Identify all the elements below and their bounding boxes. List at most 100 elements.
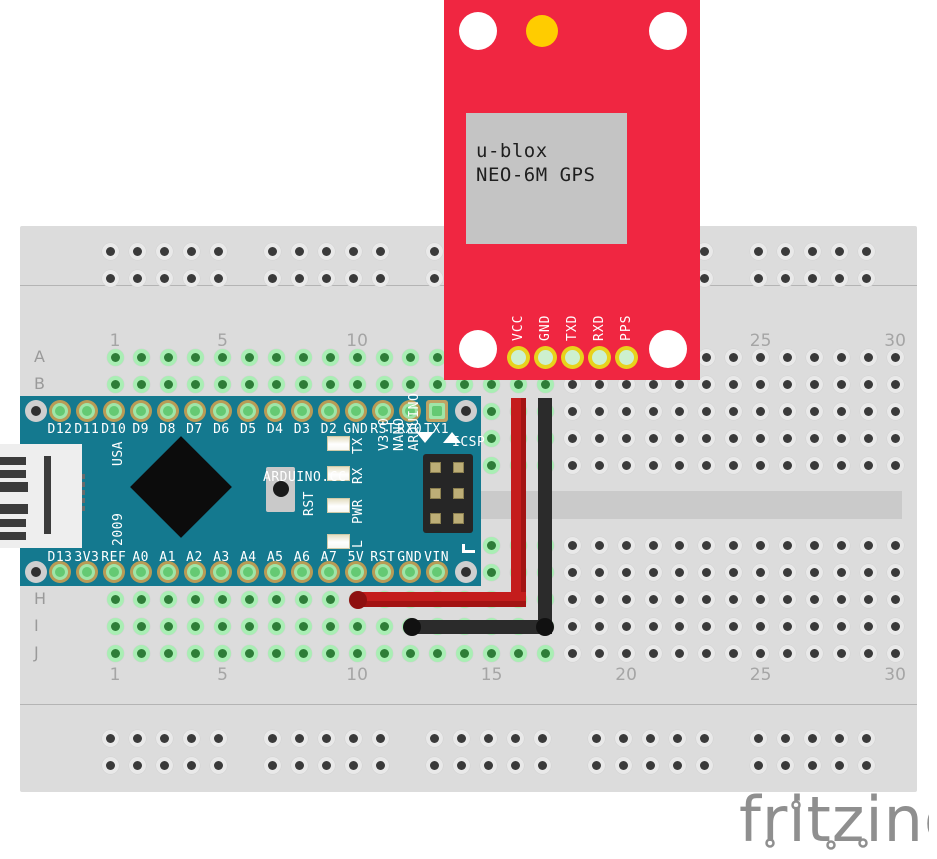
rail-bottom-1-3-3[interactable]: [668, 756, 686, 774]
hole-H9[interactable]: [321, 590, 339, 608]
hole-G22[interactable]: [671, 563, 689, 581]
hole-G18[interactable]: [563, 563, 581, 581]
hole-J12[interactable]: [402, 644, 420, 662]
hole-E22[interactable]: [671, 456, 689, 474]
nano-pin-D5[interactable]: [237, 400, 260, 422]
hole-F25[interactable]: [752, 536, 770, 554]
hole-I7[interactable]: [267, 617, 285, 635]
hole-J23[interactable]: [698, 644, 716, 662]
hole-A29[interactable]: [859, 348, 877, 366]
hole-C19[interactable]: [590, 402, 608, 420]
hole-E30[interactable]: [886, 456, 904, 474]
hole-H20[interactable]: [617, 590, 635, 608]
hole-E24[interactable]: [725, 456, 743, 474]
hole-C28[interactable]: [832, 402, 850, 420]
hole-I26[interactable]: [779, 617, 796, 635]
hole-H28[interactable]: [832, 590, 850, 608]
hole-I5[interactable]: [214, 617, 232, 635]
hole-D21[interactable]: [644, 429, 662, 447]
hole-F21[interactable]: [644, 536, 662, 554]
hole-H2[interactable]: [133, 590, 151, 608]
rail-top-0-1-3[interactable]: [344, 242, 362, 260]
nano-mount-bottom-right[interactable]: [455, 561, 477, 583]
gps-pad-gnd[interactable]: [533, 345, 557, 369]
hole-J25[interactable]: [752, 644, 770, 662]
rail-bottom-0-4-2[interactable]: [803, 729, 821, 747]
rail-top-1-4-4[interactable]: [857, 269, 875, 287]
hole-A3[interactable]: [160, 348, 178, 366]
rail-top-1-0-4[interactable]: [209, 269, 227, 287]
hole-A1[interactable]: [106, 348, 124, 366]
hole-A30[interactable]: [886, 348, 904, 366]
hole-H30[interactable]: [886, 590, 904, 608]
rail-bottom-1-2-0[interactable]: [425, 756, 443, 774]
hole-D15[interactable]: [483, 429, 501, 447]
rail-top-0-1-0[interactable]: [263, 242, 281, 260]
hole-C30[interactable]: [886, 402, 904, 420]
rail-bottom-0-2-3[interactable]: [506, 729, 524, 747]
rail-top-1-2-0[interactable]: [425, 269, 443, 287]
gps-pad-txd[interactable]: [560, 345, 584, 369]
hole-A10[interactable]: [348, 348, 366, 366]
hole-C20[interactable]: [617, 402, 635, 420]
hole-J26[interactable]: [779, 644, 796, 662]
hole-B4[interactable]: [187, 375, 205, 393]
hole-A11[interactable]: [375, 348, 393, 366]
hole-A2[interactable]: [133, 348, 151, 366]
hole-C25[interactable]: [752, 402, 770, 420]
hole-C15[interactable]: [483, 402, 501, 420]
hole-J19[interactable]: [590, 644, 608, 662]
hole-G30[interactable]: [886, 563, 904, 581]
nano-pin-D8[interactable]: [156, 400, 179, 422]
hole-A5[interactable]: [214, 348, 232, 366]
rail-bottom-1-4-0[interactable]: [749, 756, 767, 774]
hole-H4[interactable]: [187, 590, 205, 608]
rail-bottom-0-3-4[interactable]: [695, 729, 713, 747]
nano-mount-bottom-left[interactable]: [25, 561, 47, 583]
hole-E27[interactable]: [805, 456, 823, 474]
hole-G28[interactable]: [832, 563, 850, 581]
hole-I24[interactable]: [725, 617, 743, 635]
hole-F20[interactable]: [617, 536, 635, 554]
gps-pad-pps[interactable]: [614, 345, 638, 369]
hole-G21[interactable]: [644, 563, 662, 581]
hole-H5[interactable]: [214, 590, 232, 608]
hole-C27[interactable]: [805, 402, 823, 420]
hole-G20[interactable]: [617, 563, 635, 581]
hole-J5[interactable]: [214, 644, 232, 662]
rail-bottom-0-1-0[interactable]: [263, 729, 281, 747]
rail-top-1-4-3[interactable]: [830, 269, 848, 287]
rail-bottom-0-3-3[interactable]: [668, 729, 686, 747]
hole-F29[interactable]: [859, 536, 877, 554]
nano-pin-D3[interactable]: [291, 400, 314, 422]
hole-B5[interactable]: [214, 375, 232, 393]
rail-bottom-0-0-1[interactable]: [128, 729, 146, 747]
hole-J20[interactable]: [617, 644, 635, 662]
rail-top-1-0-0[interactable]: [101, 269, 119, 287]
rail-bottom-0-1-3[interactable]: [344, 729, 362, 747]
rail-top-0-1-2[interactable]: [317, 242, 335, 260]
rail-bottom-1-0-1[interactable]: [128, 756, 146, 774]
rail-bottom-1-1-3[interactable]: [344, 756, 362, 774]
rail-top-0-0-2[interactable]: [155, 242, 173, 260]
hole-A26[interactable]: [779, 348, 796, 366]
hole-B24[interactable]: [725, 375, 743, 393]
hole-A23[interactable]: [698, 348, 716, 366]
hole-E23[interactable]: [698, 456, 716, 474]
hole-D20[interactable]: [617, 429, 635, 447]
hole-B27[interactable]: [805, 375, 823, 393]
rail-bottom-1-2-2[interactable]: [479, 756, 497, 774]
rail-top-0-4-3[interactable]: [830, 242, 848, 260]
hole-D29[interactable]: [859, 429, 877, 447]
hole-J4[interactable]: [187, 644, 205, 662]
hole-I6[interactable]: [241, 617, 258, 635]
hole-H7[interactable]: [267, 590, 285, 608]
nano-pin-RX0[interactable]: [398, 400, 421, 422]
nano-pin-A4[interactable]: [237, 561, 260, 583]
hole-G19[interactable]: [590, 563, 608, 581]
hole-H19[interactable]: [590, 590, 608, 608]
hole-J24[interactable]: [725, 644, 743, 662]
rail-bottom-1-3-2[interactable]: [641, 756, 659, 774]
hole-J10[interactable]: [348, 644, 366, 662]
